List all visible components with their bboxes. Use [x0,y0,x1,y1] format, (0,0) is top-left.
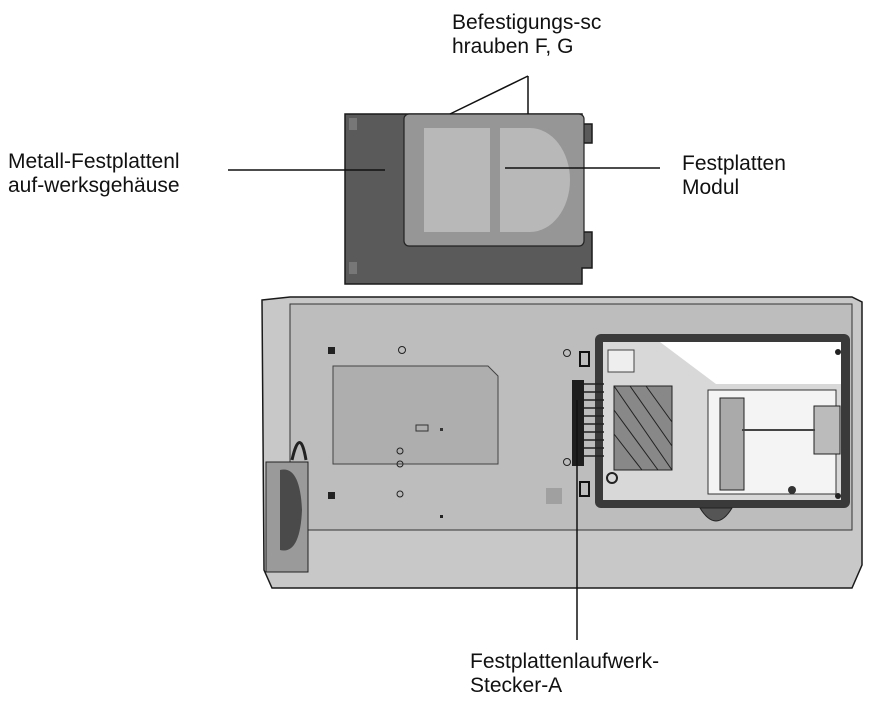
label-mounting-screws: Befestigungs-sc hrauben F, G [452,11,601,59]
label-hdd-connector: Festplattenlaufwerk- Stecker-A [470,650,659,698]
memory-cover [332,365,499,465]
screw-markers [328,346,571,518]
leader-screws-left [449,75,529,115]
label-mounting-screws-line2: hrauben F, G [452,35,574,58]
hdd-enclosure [344,113,593,285]
label-metal-enclosure: Metall-Festplattenl auf-werksgehäuse [8,150,180,198]
latch [265,441,309,573]
label-hdd-module-line2: Modul [682,176,740,199]
label-hdd-module: Festplatten Modul [682,152,786,200]
label-metal-enclosure-line1: Metall-Festplattenl [8,150,180,173]
label-hdd-connector-line2: Stecker-A [470,674,563,697]
label-hdd-connector-line1: Festplattenlaufwerk- [470,650,660,673]
laptop-underside [261,296,863,589]
label-hdd-module-line1: Festplatten [682,152,786,175]
hdd-connector-a [572,351,604,497]
label-metal-enclosure-line2: auf-werksgehäuse [8,174,180,197]
leader-lines [228,75,660,640]
label-mounting-screws-line1: Befestigungs-sc [452,11,602,34]
drive-bay [595,334,850,522]
